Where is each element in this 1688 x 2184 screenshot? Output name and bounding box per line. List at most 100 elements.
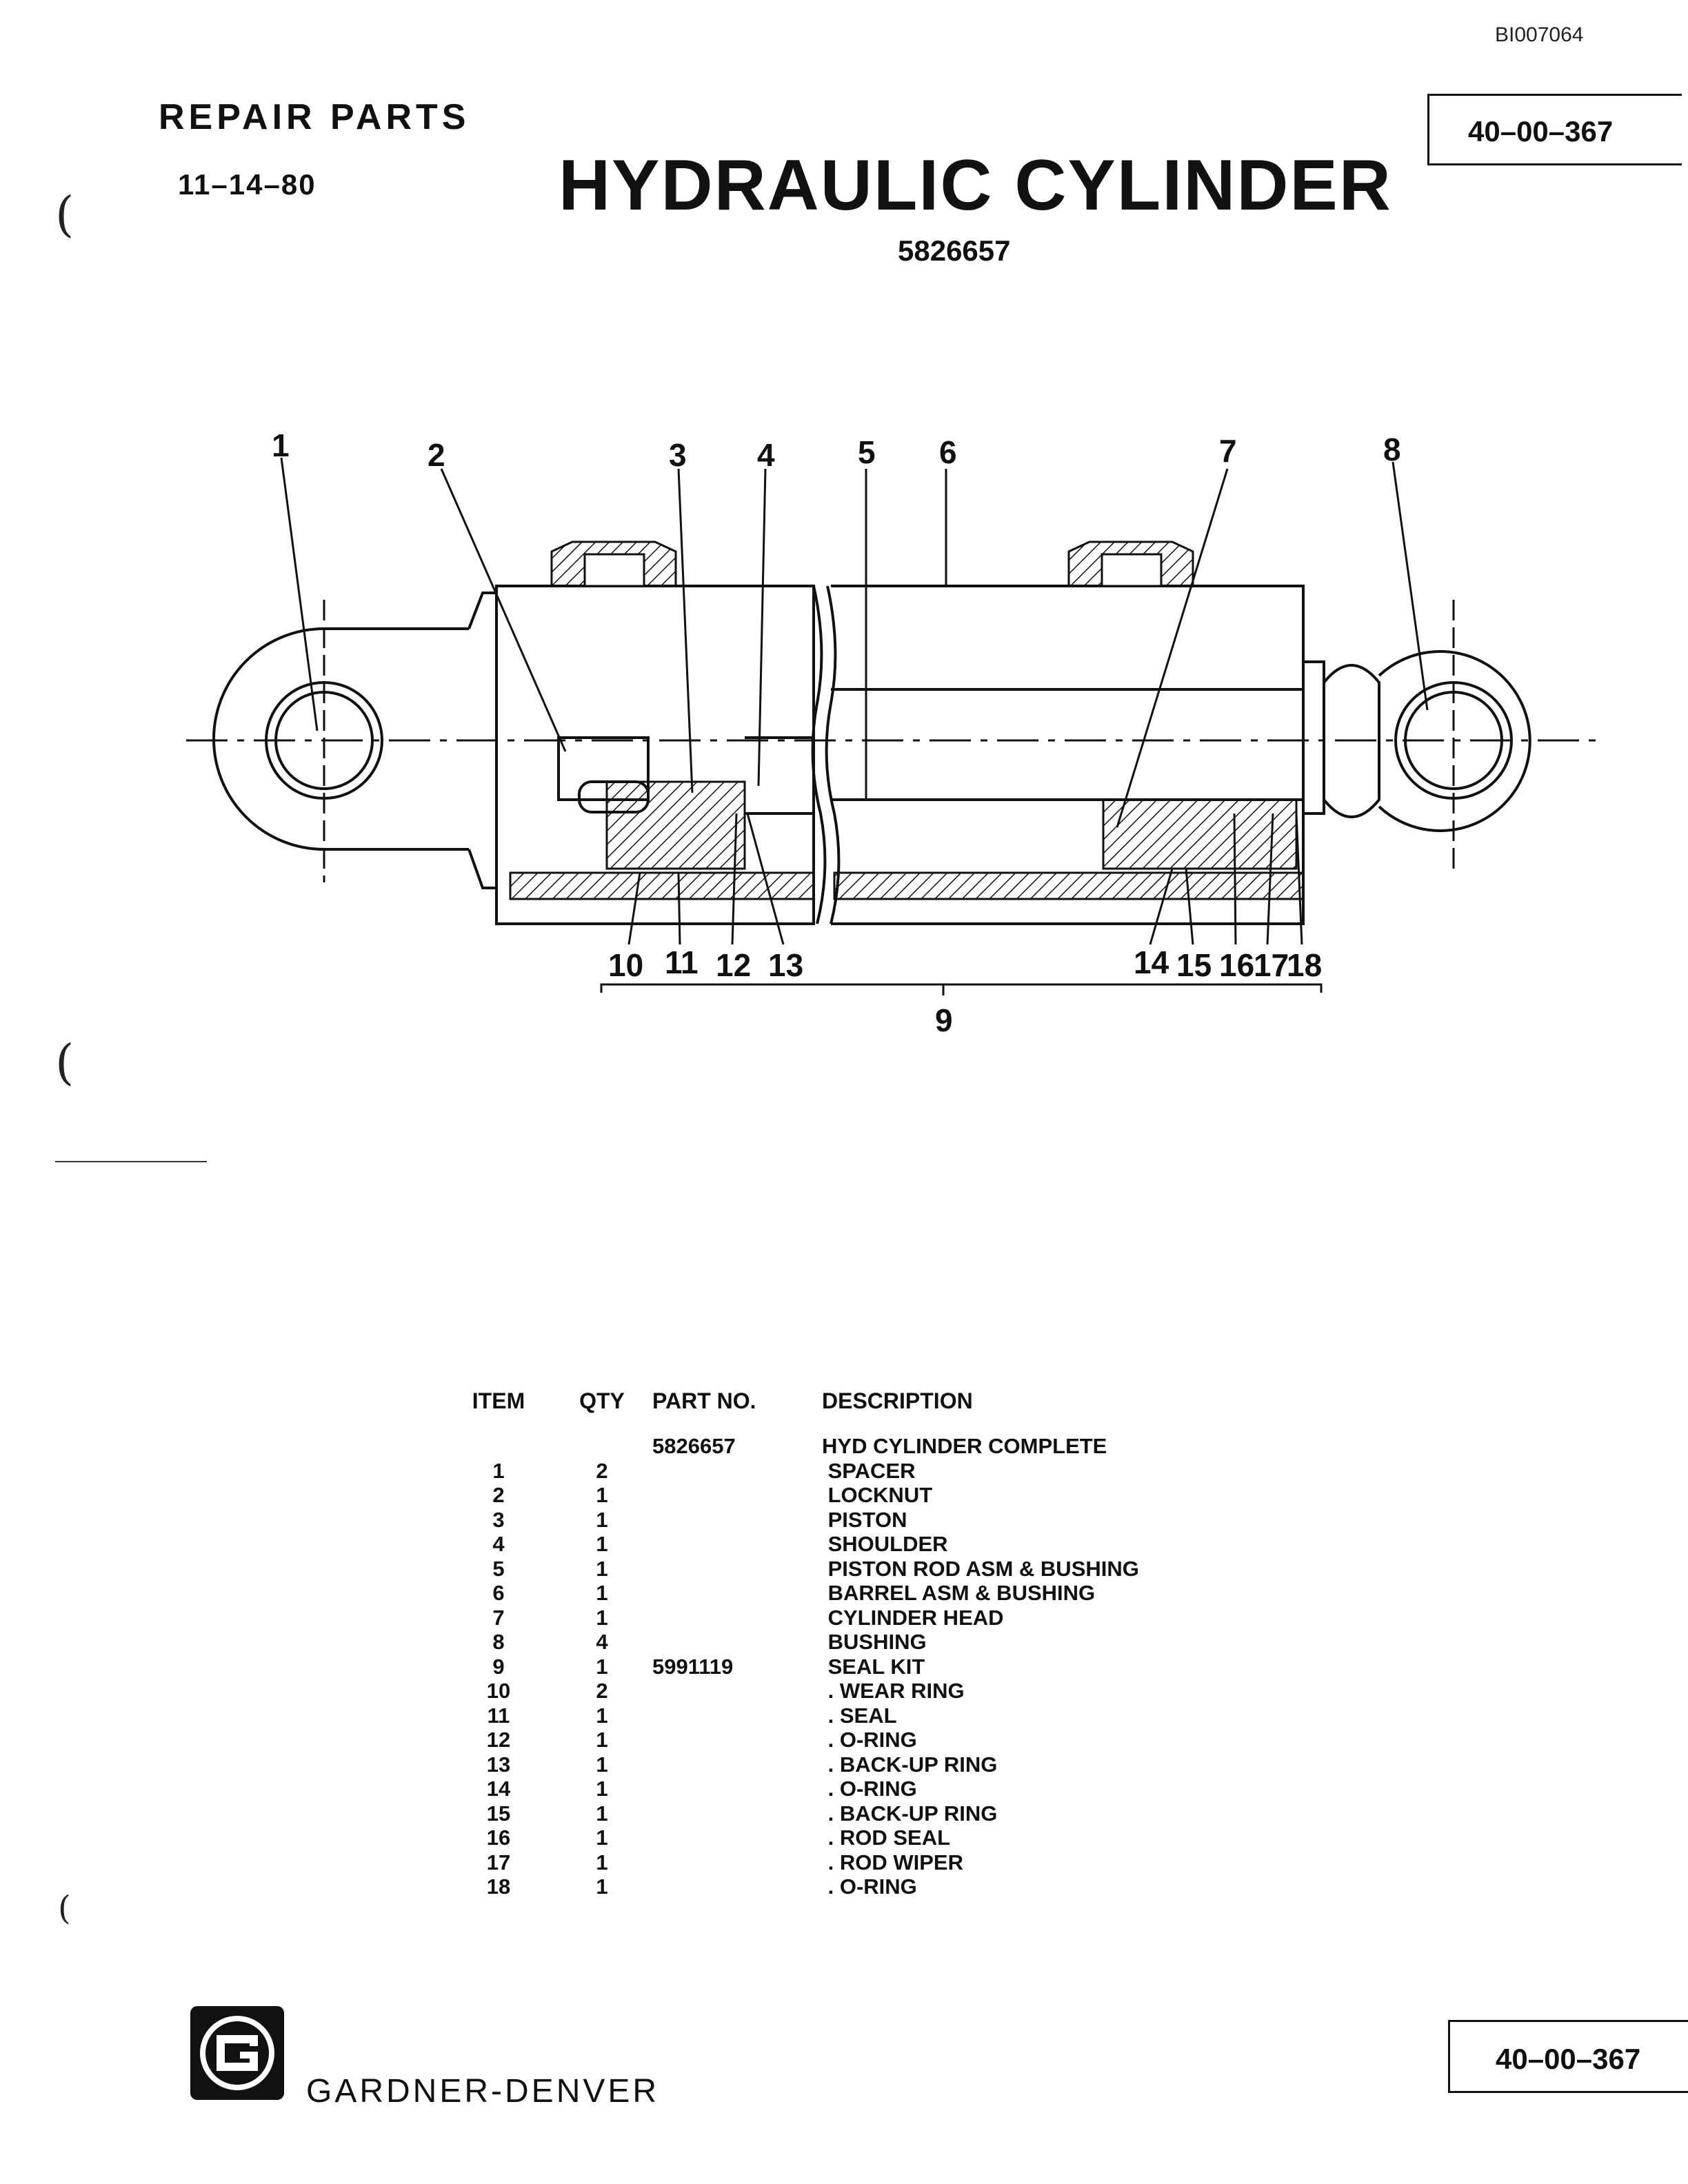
cell-part-no [648,1606,822,1630]
cell-item: 12 [486,1728,511,1752]
cell-item: 16 [486,1826,511,1850]
callout-15: 15 [1176,947,1212,983]
binder-hole-mark: ( [55,1034,74,1091]
cell-description: . ROD SEAL [822,1826,951,1850]
callout-1: 1 [272,427,290,463]
cell-qty: 1 [596,1532,608,1557]
cell-part-no [648,1801,822,1826]
cell-item: 4 [492,1532,505,1557]
cell-part-no [648,1483,822,1508]
cell-description: CYLINDER HEAD [822,1605,1004,1630]
cell-description: . O-RING [822,1777,917,1801]
cell-qty: 1 [596,1826,608,1850]
cell-qty: 2 [596,1679,608,1703]
table-row: 15 1 . BACK-UP RING [441,1801,1249,1826]
callout-2: 2 [428,437,445,473]
cell-item: 2 [492,1483,505,1508]
table-header-row: ITEM QTY PART NO. DESCRIPTION [441,1387,1249,1434]
page-code-box-bottom: 40–00–367 [1448,2020,1688,2093]
callout-13: 13 [768,947,803,983]
cell-qty: 1 [596,1801,608,1826]
column-header-description: DESCRIPTION [822,1388,973,1413]
gardner-denver-logo-icon [190,2006,284,2100]
cell-description: LOCKNUT [822,1483,933,1508]
cell-item: 11 [487,1703,510,1728]
callout-7: 7 [1219,433,1237,469]
cell-description: . O-RING [822,1874,917,1899]
callout-6: 6 [939,434,957,470]
cell-part-no [648,1557,822,1581]
cell-description: BARREL ASM & BUSHING [822,1581,1096,1606]
table-row: 18 1 . O-RING [441,1874,1249,1899]
cell-qty: 4 [596,1630,608,1655]
cell-part-no [648,1752,822,1777]
cell-description: SEAL KIT [822,1654,925,1679]
cell-part-no [648,1703,822,1728]
callout-18: 18 [1287,947,1322,983]
table-row: 16 1 . ROD SEAL [441,1826,1249,1850]
cell-qty: 1 [596,1556,608,1581]
cell-description: . BACK-UP RING [822,1752,998,1777]
callout-8: 8 [1383,432,1401,467]
page-code-top: 40–00–367 [1468,115,1614,148]
cell-qty: 1 [596,1703,608,1728]
cell-part-no: 5991119 [652,1654,734,1679]
cell-item: 15 [486,1801,511,1826]
margin-rule [55,1161,207,1162]
page-code-bottom: 40–00–367 [1496,2043,1641,2075]
cell-description: HYD CYLINDER COMPLETE [822,1434,1107,1459]
table-row: 14 1 . O-RING [441,1777,1249,1801]
cell-part-no [648,1581,822,1606]
cell-description: SPACER [822,1458,916,1483]
cell-qty: 1 [596,1777,608,1801]
cell-part-no [648,1532,822,1557]
page-title: HYDRAULIC CYLINDER [559,145,1392,225]
callout-3: 3 [669,437,687,473]
cell-qty: 1 [596,1605,608,1630]
cell-part-no [648,1459,822,1484]
cell-part-no [648,1630,822,1655]
table-row: 12 1 . O-RING [441,1728,1249,1752]
binder-hole-mark: ( [55,186,74,243]
cell-item: 5 [492,1556,505,1581]
cell-description: SHOULDER [822,1532,948,1557]
cell-description: PISTON ROD ASM & BUSHING [822,1556,1139,1581]
cell-qty: 1 [596,1483,608,1508]
column-header-part-no: PART NO. [652,1388,756,1413]
cell-description: PISTON [822,1507,907,1532]
cell-qty: 1 [596,1874,608,1899]
cell-part-no [648,1826,822,1850]
cell-item: 18 [486,1874,511,1899]
cell-description: . O-RING [822,1728,917,1752]
callout-14: 14 [1134,944,1169,980]
callout-11: 11 [665,944,699,980]
cell-description: . WEAR RING [822,1679,965,1703]
assembly-part-number: 5826657 [898,234,1011,267]
cell-description: . ROD WIPER [822,1850,963,1874]
cell-qty: 1 [596,1752,608,1777]
cell-part-no [648,1508,822,1533]
cell-item: 10 [486,1679,511,1703]
table-row: 10 2 . WEAR RING [441,1679,1249,1703]
cell-description: . BACK-UP RING [822,1801,998,1826]
cell-qty: 1 [596,1728,608,1752]
column-header-qty: QTY [579,1388,625,1413]
cell-part-no [648,1874,822,1899]
cell-item: 14 [486,1777,511,1801]
table-row: 4 1 SHOULDER [441,1532,1249,1557]
binder-hole-mark: ( [58,1889,71,1928]
cell-item: 6 [492,1581,505,1606]
callout-16: 16 [1219,947,1254,983]
cell-item: 3 [492,1507,505,1532]
cell-item: 1 [492,1458,505,1483]
